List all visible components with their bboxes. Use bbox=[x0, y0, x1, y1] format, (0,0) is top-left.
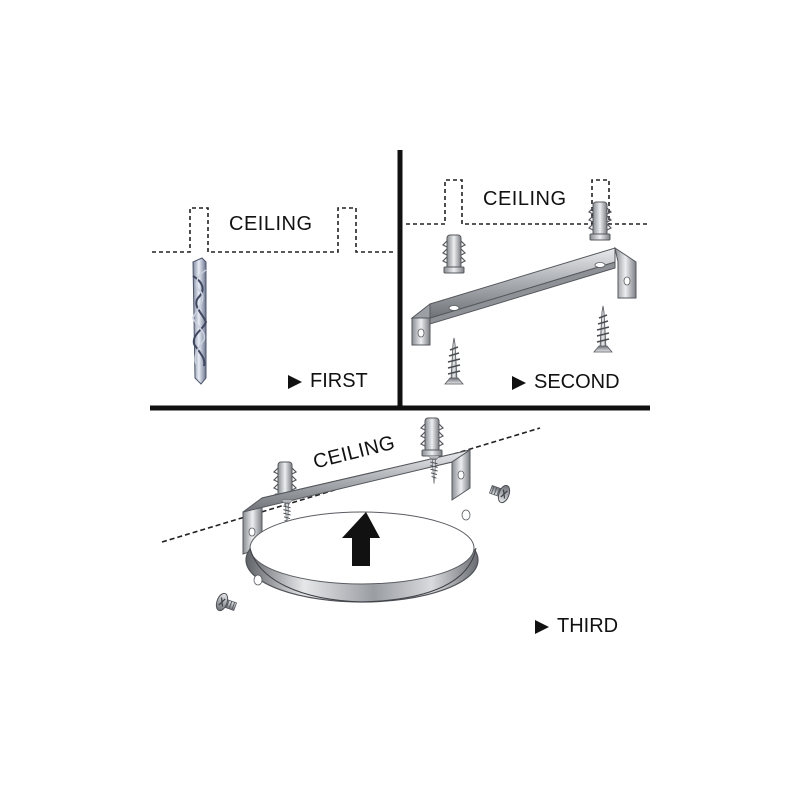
drill-bit-icon bbox=[192, 257, 208, 385]
panel-third bbox=[161, 417, 541, 616]
ceiling-label: CEILING bbox=[483, 188, 567, 210]
bolt-icon bbox=[213, 591, 239, 616]
play-triangle-icon bbox=[288, 374, 302, 389]
wall-plug-icon bbox=[442, 234, 466, 274]
ceiling-line bbox=[161, 427, 541, 543]
step-label-third: THIRD bbox=[535, 615, 618, 638]
panel-second bbox=[406, 179, 648, 384]
step-label-second: SECOND bbox=[512, 371, 620, 394]
ceiling-label: CEILING bbox=[229, 213, 313, 235]
step-text: SECOND bbox=[534, 371, 620, 393]
play-triangle-icon bbox=[535, 619, 549, 634]
ceiling-line bbox=[406, 179, 648, 225]
step-text: THIRD bbox=[557, 615, 619, 637]
screw-icon bbox=[594, 306, 612, 352]
ceiling-line bbox=[152, 207, 396, 253]
bolt-icon bbox=[487, 480, 513, 505]
bracket-icon bbox=[410, 246, 637, 346]
panel-first bbox=[152, 207, 396, 385]
screw-icon bbox=[445, 338, 463, 384]
up-arrow-icon bbox=[342, 512, 380, 566]
play-triangle-icon bbox=[512, 375, 526, 390]
wall-plug-icon bbox=[420, 417, 444, 457]
step-text: FIRST bbox=[310, 370, 368, 392]
step-label-first: FIRST bbox=[288, 370, 368, 393]
